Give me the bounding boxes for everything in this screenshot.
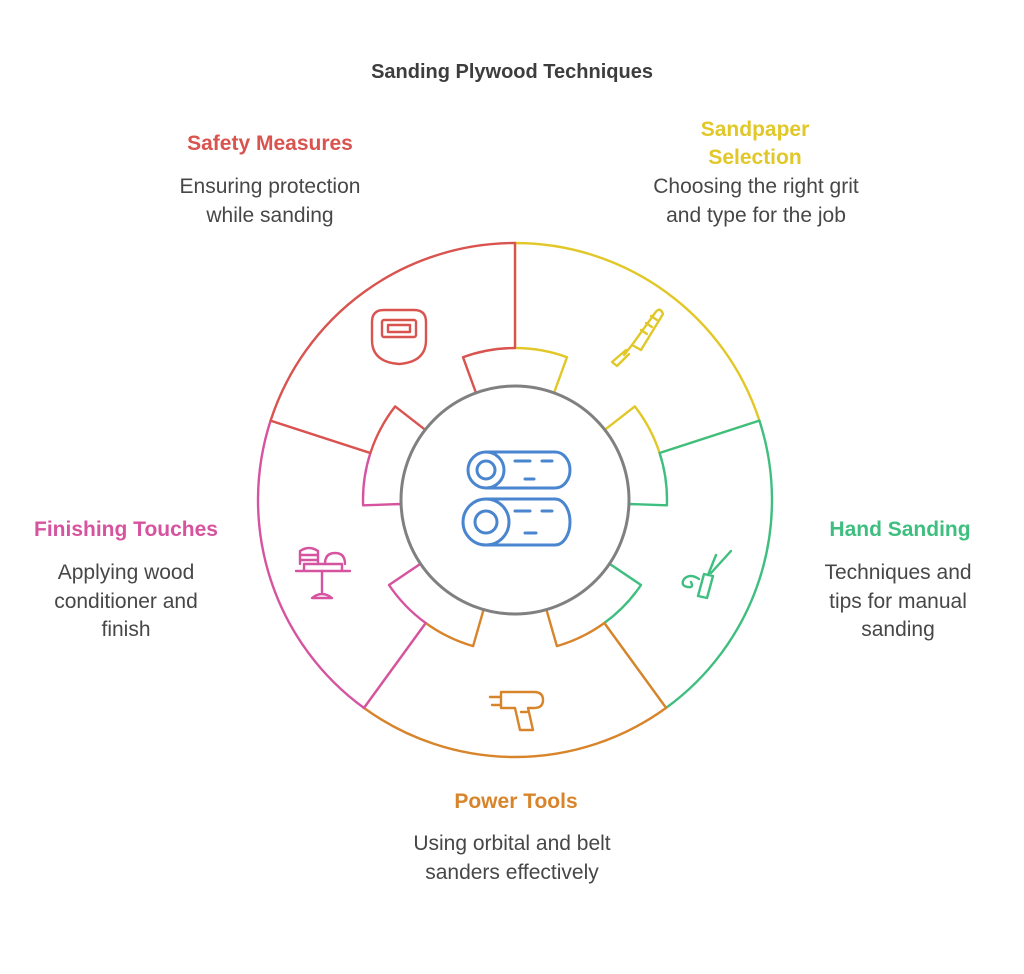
- safety-segment: [269, 241, 517, 455]
- ring-segments: [256, 241, 774, 759]
- hand-description: Techniques and tips for manual sanding: [824, 561, 972, 641]
- sandpaper-heading: Sandpaper Selection: [700, 118, 810, 169]
- sandpaper-description: Choosing the right grit and type for the…: [653, 175, 859, 227]
- power-heading: Power Tools: [454, 790, 578, 813]
- welding-mask-icon: [370, 308, 428, 366]
- diagram-title: Sanding Plywood Techniques: [371, 61, 653, 83]
- power-drill-icon: [488, 690, 545, 732]
- power-description: Using orbital and belt sanders effective…: [413, 832, 611, 884]
- plywood-rolls-icon: [461, 450, 572, 547]
- finishing-description: Applying wood conditioner and finish: [54, 561, 198, 641]
- finishing-heading: Finishing Touches: [34, 518, 218, 541]
- hand-heading: Hand Sanding: [829, 518, 971, 541]
- file-tool-icon: [610, 308, 665, 368]
- safety-description: Ensuring protection while sanding: [179, 175, 361, 227]
- hand-tool-icon: [681, 549, 733, 600]
- cake-stand-icon: [294, 546, 352, 600]
- safety-heading: Safety Measures: [187, 132, 353, 155]
